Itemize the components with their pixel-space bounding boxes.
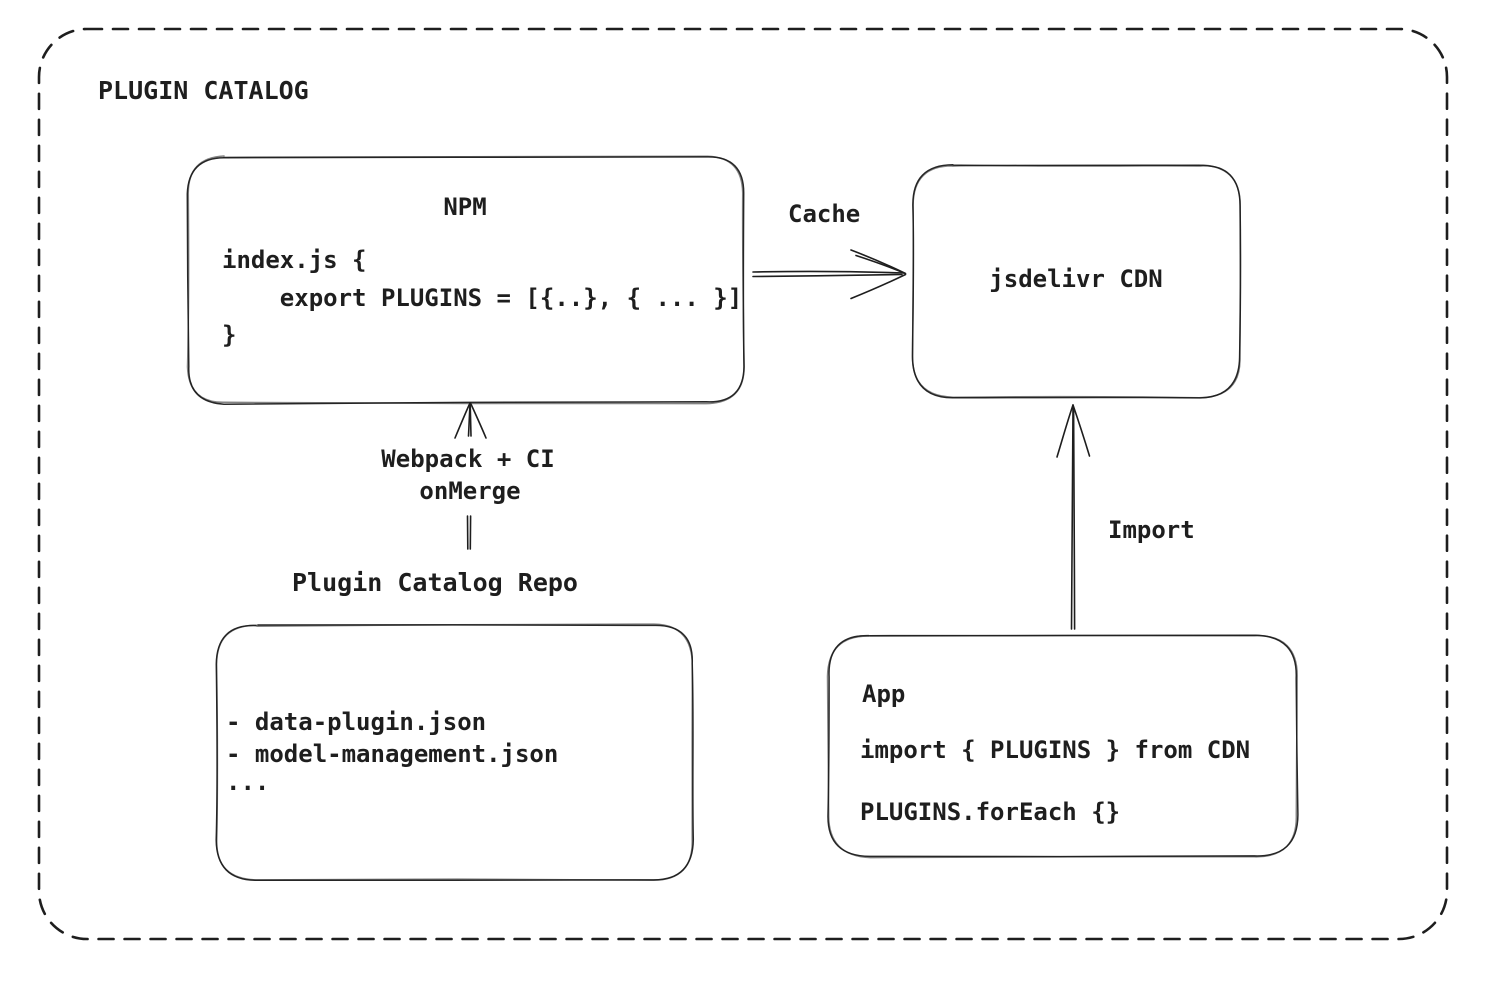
import-arrow	[1057, 405, 1090, 629]
cdn-box-label: jsdelivr CDN	[989, 265, 1163, 293]
repo-file-item: ...	[226, 768, 270, 796]
import-arrow-label: Import	[1108, 516, 1195, 544]
repo-file-item: - model-management.json	[226, 740, 559, 768]
outer-dashed-border	[39, 29, 1447, 939]
npm-code-line-3: }	[222, 321, 237, 349]
repo-heading: Plugin Catalog Repo	[292, 568, 578, 597]
diagram-title: PLUGIN CATALOG	[98, 76, 309, 105]
npm-box	[187, 156, 744, 404]
npm-code-line-2: export PLUGINS = [{..}, { ... }]	[222, 284, 743, 312]
cdn-box	[913, 165, 1241, 398]
app-box	[828, 635, 1298, 857]
build-arrow-label-line1: Webpack + CI	[381, 445, 555, 473]
npm-code-line-1: index.js {	[222, 246, 367, 274]
build-arrow	[455, 403, 486, 549]
app-code-line-1: import { PLUGINS } from CDN	[860, 736, 1251, 764]
npm-box-title: NPM	[443, 193, 487, 221]
app-box-title: App	[862, 680, 906, 708]
cache-arrow	[753, 250, 906, 299]
build-arrow-label-line2: onMerge	[419, 477, 521, 505]
app-code-line-2: PLUGINS.forEach {}	[860, 798, 1121, 826]
repo-box	[216, 624, 693, 880]
repo-file-item: - data-plugin.json	[226, 708, 487, 736]
cache-arrow-label: Cache	[788, 200, 861, 228]
